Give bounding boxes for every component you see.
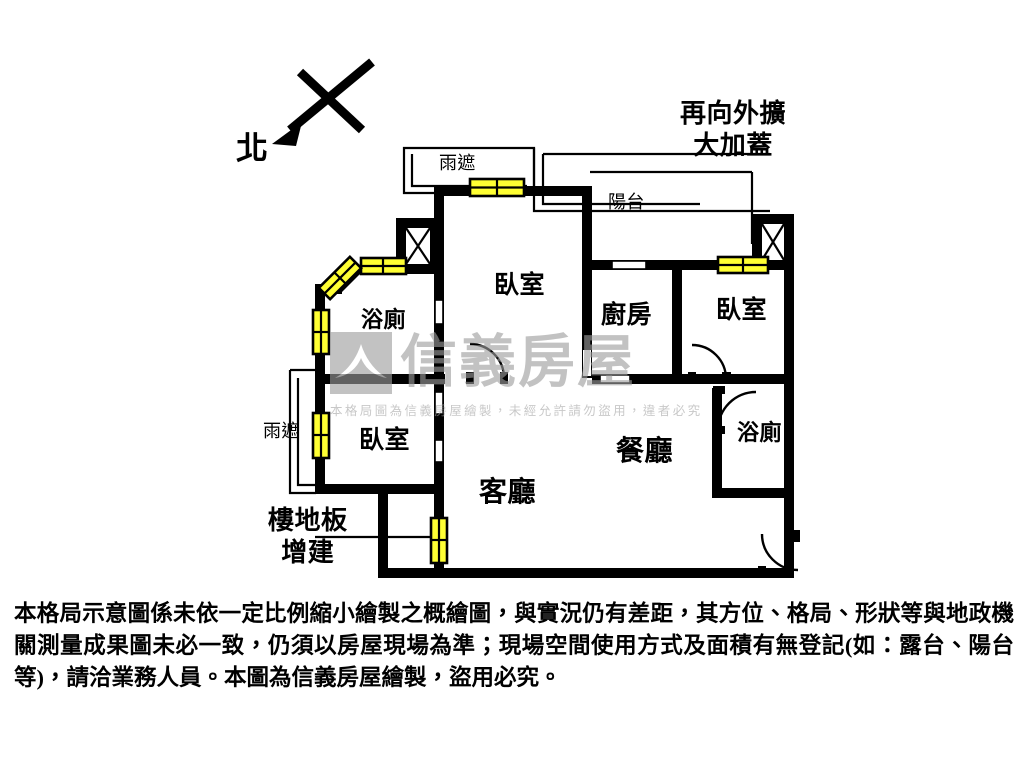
floor-extension-callout: 樓地板 增建: [268, 505, 348, 568]
door-openings: [435, 261, 646, 462]
extension-callout-line2: 大加蓋: [693, 130, 773, 160]
door-leaf: [466, 372, 800, 578]
room-label-bedroom-right: 臥室: [716, 297, 768, 324]
awning-left-label: 雨遮: [263, 421, 300, 441]
disclaimer: 本格局示意圖係未依一定比例縮小繪製之概繪圖，與實況仍有差距，其方位、格局、形狀等…: [14, 598, 1014, 694]
balcony-label: 陽台: [608, 192, 645, 212]
disclaimer-text: 本格局示意圖係未依一定比例縮小繪製之概繪圖，與實況仍有差距，其方位、格局、形狀等…: [14, 601, 1014, 690]
room-label-kitchen: 廚房: [601, 302, 653, 329]
awning-top-label: 雨遮: [439, 153, 476, 173]
room-label-dining: 餐廳: [616, 436, 674, 467]
floor-plan-drawing: [272, 58, 800, 578]
yellow-window-icon: [311, 177, 770, 565]
extension-callout-line1: 再向外擴: [680, 99, 787, 128]
awning-left-outline: [288, 368, 316, 495]
floor-extension-line2: 增建: [281, 537, 335, 567]
room-label-bedroom-left: 臥室: [359, 427, 411, 454]
room-label-bathroom-right: 浴廁: [737, 420, 782, 445]
room-label-bedroom-top: 臥室: [494, 272, 546, 299]
extension-callout: 再向外擴 大加蓋: [680, 98, 786, 161]
structural-column-x-icon: [405, 223, 785, 265]
door-jamb-lines: [434, 260, 647, 463]
floor-plan-svg: [272, 58, 800, 578]
room-label-living: 客廳: [479, 477, 537, 508]
balcony-extension-outline: [532, 148, 770, 213]
north-arrow-icon: [272, 58, 375, 146]
room-label-bathroom-left: 浴廁: [361, 307, 406, 332]
compass-label: 北: [236, 130, 269, 166]
floor-extension-line1: 樓地板: [268, 506, 348, 535]
door-swing-arc-icon: [469, 342, 799, 572]
